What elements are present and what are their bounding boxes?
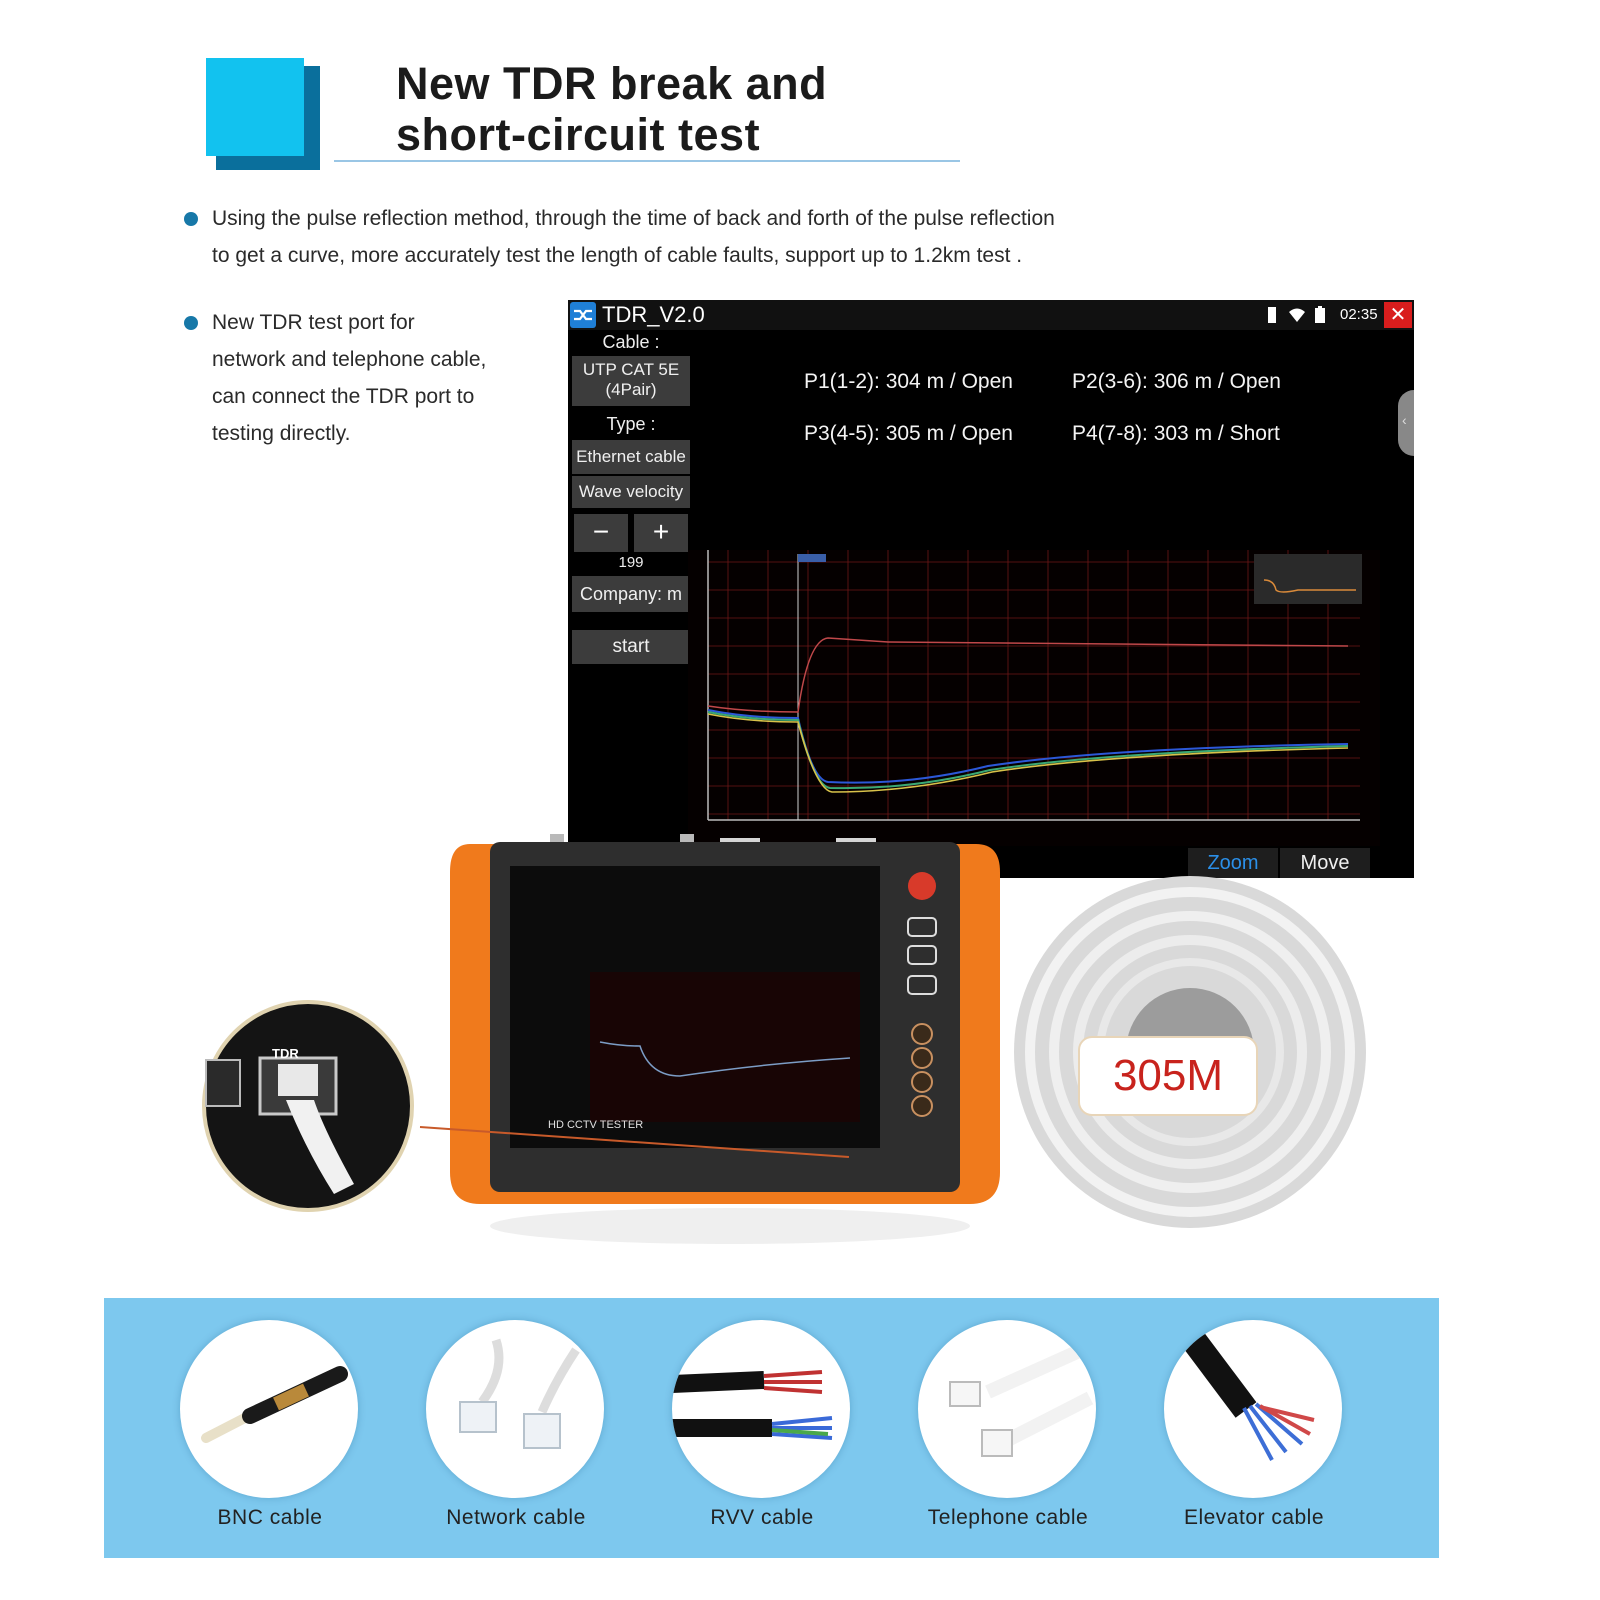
trace-pair-1 — [707, 709, 1349, 784]
readout-p2-pair: P2(3-6): — [1072, 370, 1148, 393]
velocity-plus-button[interactable]: + — [634, 514, 688, 552]
readout-p4-pair: P4(7-8): — [1072, 422, 1148, 445]
velocity-minus-button[interactable]: − — [574, 514, 628, 552]
readout-p1-pair: P1(1-2): — [804, 370, 880, 393]
trace-short — [707, 637, 1349, 713]
bullet-2-line-3: can connect the TDR port to — [212, 385, 475, 408]
collapse-handle-icon[interactable]: ‹ — [1398, 390, 1414, 456]
cursor-marker — [798, 554, 826, 562]
zoom-button[interactable]: Zoom — [1188, 848, 1278, 878]
cable-label: Cable : — [602, 332, 660, 352]
sd-card-icon — [1268, 307, 1276, 323]
readout-p3: P3(4-5): 305 m / Open — [804, 422, 1013, 446]
wave-velocity-value: 199 — [618, 554, 644, 571]
bullet-1-line-1: Using the pulse reflection method, throu… — [212, 207, 1055, 230]
wave-velocity-label: Wave velocity — [572, 476, 690, 508]
bullet-2-text: New TDR test port for network and teleph… — [212, 304, 486, 452]
title-underline — [334, 160, 960, 162]
readout-p2: P2(3-6): 306 m / Open — [1072, 370, 1281, 394]
readout-p4-length: 303 m / — [1153, 422, 1224, 445]
readout-p4-status: Short — [1229, 422, 1280, 445]
bullet-1-text: Using the pulse reflection method, throu… — [212, 200, 1055, 274]
rvv-cable-label: RVV cable — [710, 1506, 814, 1529]
tdr-app-icon-glyph — [574, 309, 592, 321]
start-button[interactable]: start — [572, 630, 690, 664]
bullet-1-line-2: to get a curve, more accurately test the… — [212, 244, 1023, 267]
status-clock: 02:35 — [1340, 306, 1378, 323]
overview-minimap — [1254, 554, 1362, 604]
elevator-cable-label: Elevator cable — [1183, 1506, 1325, 1529]
cable-select-button[interactable]: UTP CAT 5E (4Pair) — [572, 356, 690, 406]
title-line-2: short-circuit test — [396, 109, 761, 160]
rvv-cable-icon — [672, 1320, 850, 1498]
type-label: Type : — [606, 414, 656, 434]
bullet-2-line-1: New TDR test port for — [212, 311, 415, 334]
cable-length-label: 305M — [1078, 1036, 1258, 1116]
battery-icon — [1315, 306, 1325, 323]
readout-p1-status: Open — [961, 370, 1013, 393]
tdr-waveform-plot[interactable] — [688, 550, 1380, 846]
network-cable-label: Network cable — [446, 1506, 586, 1529]
minimap-trace — [1263, 579, 1356, 593]
wifi-icon — [1289, 308, 1305, 322]
title-bar: TDR_V2.0 02:35 ✕ — [568, 300, 1414, 330]
bullet-2-line-2: network and telephone cable, — [212, 348, 487, 371]
logo-square — [206, 58, 304, 156]
telephone-cable-icon — [918, 1320, 1096, 1498]
move-button[interactable]: Move — [1280, 848, 1370, 878]
readout-p3-length: 305 m / — [885, 422, 956, 445]
elevator-cable-icon — [1164, 1320, 1342, 1498]
device-label: HD CCTV TESTER — [548, 1119, 643, 1131]
readout-p1-length: 304 m / — [885, 370, 956, 393]
tdr-screen: TDR_V2.0 02:35 ✕ Cable : UTP CAT 5E (4Pa… — [568, 300, 1414, 878]
readout-p4: P4(7-8): 303 m / Short — [1072, 422, 1280, 446]
plot-grid — [708, 550, 1360, 820]
cable-types-band: BNC cable Network cable RVV cable Teleph… — [104, 1298, 1439, 1558]
close-icon[interactable]: ✕ — [1384, 302, 1412, 328]
network-cable-icon — [426, 1320, 604, 1498]
bullet-2-line-4: testing directly. — [212, 422, 351, 445]
bullet-dot-2 — [184, 316, 198, 330]
bullet-dot-1 — [184, 212, 198, 226]
readout-p3-pair: P3(4-5): — [804, 422, 880, 445]
readout-p1: P1(1-2): 304 m / Open — [804, 370, 1013, 394]
trace-pair-2 — [707, 711, 1349, 790]
tdr-port-inset — [202, 1000, 414, 1212]
tester-device: HD CCTV TESTER — [450, 834, 1000, 1244]
readout-p2-status: Open — [1229, 370, 1281, 393]
title-line-1: New TDR break and — [396, 58, 828, 109]
readout-p2-length: 306 m / — [1153, 370, 1224, 393]
type-select-button[interactable]: Ethernet cable — [572, 440, 690, 474]
tdr-app-icon[interactable] — [570, 302, 596, 328]
bnc-cable-label: BNC cable — [217, 1506, 323, 1529]
readout-p3-status: Open — [961, 422, 1013, 445]
app-title: TDR_V2.0 — [602, 302, 705, 327]
bnc-cable-icon — [180, 1320, 358, 1498]
telephone-cable-label: Telephone cable — [927, 1506, 1089, 1529]
page-title: New TDR break and short-circuit test — [396, 58, 827, 160]
company-unit-button[interactable]: Company: m — [572, 576, 690, 612]
cable-value-line-2: (4Pair) — [605, 380, 657, 399]
cable-value-line-1: UTP CAT 5E — [582, 360, 680, 379]
trace-pair-3 — [707, 713, 1349, 793]
tdr-port-label: TDR — [272, 1046, 299, 1061]
